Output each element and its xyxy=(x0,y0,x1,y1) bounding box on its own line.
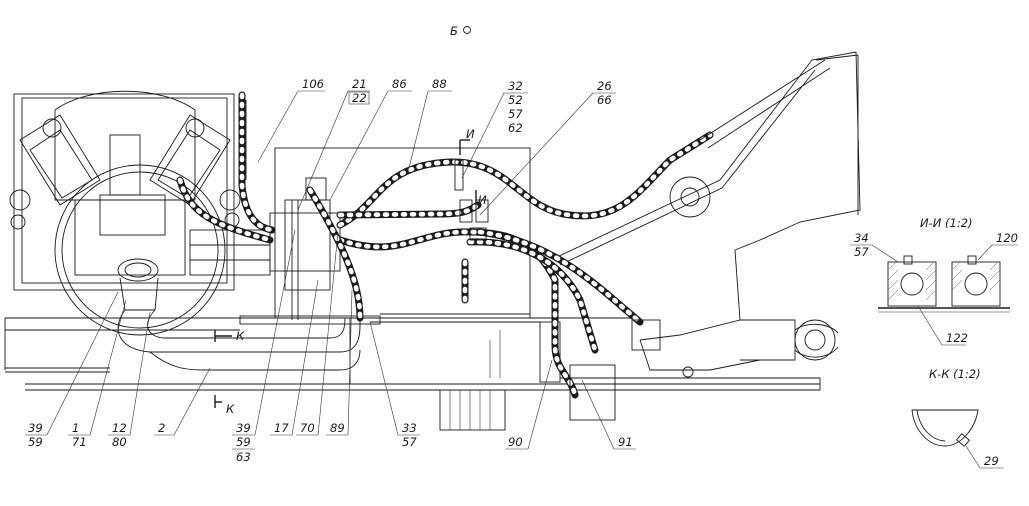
chassis-frame xyxy=(4,147,821,391)
callout-39-59: 39 59 xyxy=(25,291,119,449)
section-ii-title: И-И (1:2) xyxy=(920,216,973,230)
svg-text:57: 57 xyxy=(402,435,417,449)
hose-106 xyxy=(238,91,276,234)
svg-text:1: 1 xyxy=(72,421,79,435)
callout-12-80: 12 80 xyxy=(108,311,151,449)
svg-text:33: 33 xyxy=(402,421,417,435)
svg-text:59: 59 xyxy=(236,435,251,449)
callout-91: 91 xyxy=(581,379,636,450)
svg-text:91: 91 xyxy=(618,435,633,449)
callout-32-62: 32 52 57 62 xyxy=(461,79,528,179)
svg-text:52: 52 xyxy=(508,93,523,107)
svg-text:22: 22 xyxy=(352,91,367,105)
callout-1-71: 1 71 xyxy=(68,299,127,449)
svg-text:26: 26 xyxy=(597,79,612,93)
callout-26-66: 26 66 xyxy=(479,79,616,216)
svg-text:66: 66 xyxy=(597,93,612,107)
svg-text:2: 2 xyxy=(158,421,165,435)
view-label: Б xyxy=(450,24,458,38)
svg-text:29: 29 xyxy=(984,454,999,468)
engine-block xyxy=(9,90,271,336)
hose-89 xyxy=(306,186,364,322)
section-kk: К-К (1:2) 29 xyxy=(911,367,1004,469)
svg-text:90: 90 xyxy=(508,435,523,449)
svg-text:И: И xyxy=(466,127,475,141)
cylinder-fitting xyxy=(631,319,661,351)
view-mark xyxy=(463,26,471,34)
svg-text:120: 120 xyxy=(996,231,1018,245)
cut-mark-i: И И xyxy=(459,127,487,207)
callout-2: 2 xyxy=(154,367,211,436)
svg-text:21: 21 xyxy=(352,77,367,91)
svg-text:80: 80 xyxy=(112,435,127,449)
svg-text:88: 88 xyxy=(432,77,447,91)
svg-text:39: 39 xyxy=(236,421,251,435)
svg-text:39: 39 xyxy=(28,421,43,435)
svg-text:86: 86 xyxy=(392,77,407,91)
svg-text:17: 17 xyxy=(274,421,289,435)
callout-33-57: 33 57 xyxy=(369,321,420,449)
section-ii: И-И (1:2) 34 57 120 122 xyxy=(850,216,1018,346)
svg-text:34: 34 xyxy=(854,231,869,245)
svg-text:59: 59 xyxy=(28,435,43,449)
fittings-32 xyxy=(454,159,489,241)
svg-text:12: 12 xyxy=(112,421,127,435)
callout-86: 86 xyxy=(329,77,412,201)
callout-70: 70 xyxy=(296,231,339,436)
svg-text:57: 57 xyxy=(508,107,523,121)
svg-text:62: 62 xyxy=(508,121,523,135)
callout-88: 88 xyxy=(407,77,452,173)
svg-text:И: И xyxy=(478,193,487,207)
svg-text:32: 32 xyxy=(508,79,523,93)
boom-hose-upper xyxy=(699,59,826,141)
svg-text:122: 122 xyxy=(946,331,968,345)
svg-text:71: 71 xyxy=(72,435,87,449)
callout-17: 17 xyxy=(270,279,319,436)
gear-housing xyxy=(439,364,616,431)
cut-mark-k: К К xyxy=(214,329,245,416)
callout-106: 106 xyxy=(257,77,325,163)
svg-text:К: К xyxy=(226,402,235,416)
callout-89: 89 xyxy=(326,289,353,436)
callout-21-22: 21 22 xyxy=(297,77,370,211)
svg-text:106: 106 xyxy=(302,77,324,91)
svg-text:К: К xyxy=(236,329,245,343)
svg-text:57: 57 xyxy=(854,245,869,259)
callout-90: 90 xyxy=(505,359,553,450)
svg-text:63: 63 xyxy=(236,450,251,464)
svg-text:89: 89 xyxy=(330,421,345,435)
section-kk-title: К-К (1:2) xyxy=(929,367,981,381)
svg-text:70: 70 xyxy=(300,421,315,435)
boom-arm xyxy=(554,51,861,378)
callout-39-59-63: 39 59 63 xyxy=(232,229,296,464)
intake-pipe xyxy=(117,258,361,371)
